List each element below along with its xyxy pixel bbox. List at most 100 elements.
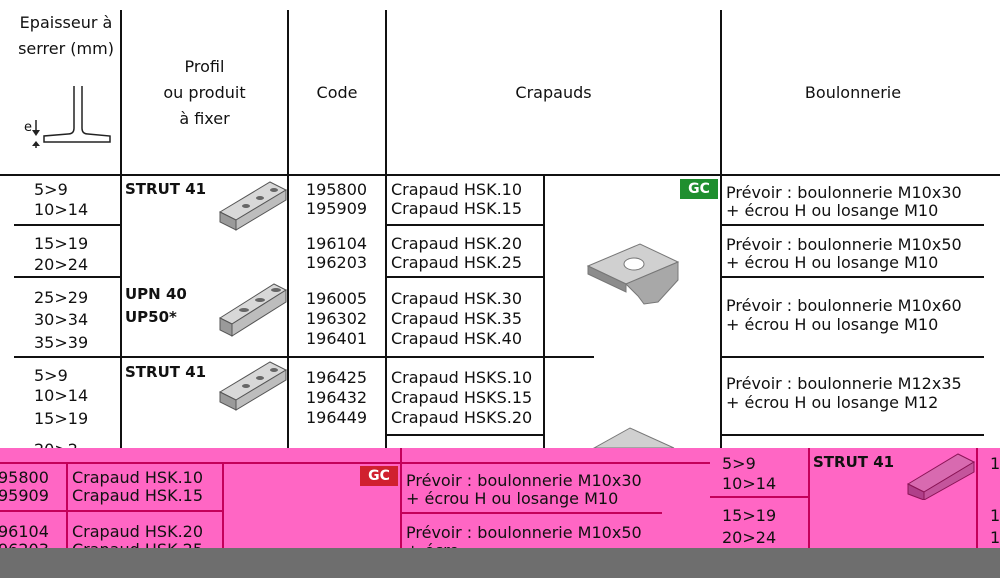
col-divider-4 [543,176,545,448]
thickness-partial: 20>2 [34,440,78,448]
overlay-bolt-3: Prévoir : boulonnerie M10x50 [406,523,642,542]
bolt-1b: + écrou H ou losange M10 [726,201,939,220]
row-line-2b [387,276,544,278]
row-line-4c [722,434,984,436]
code-3b: 196302 [306,309,368,328]
code-4b: 196432 [306,388,368,407]
col-divider-3 [385,10,387,448]
code-1b: 195909 [306,199,368,218]
crapaud-3c: Crapaud HSK.40 [391,329,523,348]
overlay-crapaud-3: Crapaud HSK.20 [72,522,204,541]
overlay-edge-2: 1 [990,506,1000,525]
thickness-3c: 35>39 [34,333,89,352]
thickness-3a: 25>29 [34,288,89,307]
overlay-vline-4 [808,448,810,578]
clamp-hsk-icon [586,243,680,305]
overlay-line-top-a [0,462,400,464]
col-divider-1 [120,10,122,448]
bolt-4a: Prévoir : boulonnerie M12x35 [726,374,962,393]
overlay-vline-3 [400,448,402,578]
profile-strut-41: STRUT 41 [125,180,207,198]
row-line-1b [387,224,544,226]
header-bottom-line [0,174,1000,176]
clamp-hsks-icon [592,427,675,448]
row-line-4b [387,434,544,436]
header-profile-line-1: Profil [184,57,225,76]
row-line-3a [14,356,594,358]
gc-badge: GC [680,179,718,199]
overlay-strut-icon [906,453,976,500]
row-line-2a [14,276,120,278]
bolt-2b: + écrou H ou losange M10 [726,253,939,272]
overlay-bolt-2: + écrou H ou losange M10 [406,489,619,508]
crapaud-2b: Crapaud HSK.25 [391,253,523,272]
overlay-line-mid-a [0,510,222,512]
overlay-crapaud-2: Crapaud HSK.15 [72,486,204,505]
overlay-gc-badge: GC [360,466,398,486]
overlay-vline-5 [976,448,978,578]
crapaud-4b: Crapaud HSKS.15 [391,388,533,407]
overlay-code-2: 95909 [0,486,49,505]
code-3c: 196401 [306,329,368,348]
col-divider-5 [720,10,722,448]
overlay-line-mid-b [400,512,662,514]
crapaud-3a: Crapaud HSK.30 [391,289,523,308]
profile-upn-40: UPN 40 [125,285,187,303]
crapaud-4c: Crapaud HSKS.20 [391,408,533,427]
thickness-4a: 5>9 [34,366,68,385]
thickness-3b: 30>34 [34,310,89,329]
crapaud-1a: Crapaud HSK.10 [391,180,523,199]
code-4a: 196425 [306,368,368,387]
header-profile-line-2: ou produit [163,83,246,102]
overlay-thick-2: 10>14 [722,474,777,493]
overlay-vline-1 [66,462,68,578]
overlay-thick-3: 15>19 [722,506,777,525]
bolt-3a: Prévoir : boulonnerie M10x60 [726,296,962,315]
thickness-1a: 5>9 [34,180,68,199]
strut-channel-icon-b [218,361,288,411]
profile-up50: UP50* [125,308,177,326]
overlay-profile: STRUT 41 [813,453,895,471]
code-2a: 196104 [306,234,368,253]
header-profile: Profil ou produit à fixer [122,54,287,132]
code-3a: 196005 [306,289,368,308]
thickness-2a: 15>19 [34,234,89,253]
row-line-2c [722,276,984,278]
overlay-thick-1: 5>9 [722,454,756,473]
header-crapauds: Crapauds [515,83,592,102]
row-line-3c [722,356,984,358]
header-thickness: Epaisseur à serrer (mm) [12,10,120,62]
overlay-edge-1: 1 [990,454,1000,473]
thickness-1b: 10>14 [34,200,89,219]
overlay-line-mid-c [710,496,810,498]
bolt-3b: + écrou H ou losange M10 [726,315,939,334]
header-boulonnerie: Boulonnerie [804,83,902,102]
overlay-edge-3: 1 [990,528,1000,547]
profile-strut-41-b: STRUT 41 [125,363,207,381]
overlay-line-top-b [400,462,710,464]
header-profile-line-3: à fixer [179,109,230,128]
header-code: Code [316,83,358,102]
crapaud-3b: Crapaud HSK.35 [391,309,523,328]
overlay-crapaud-1: Crapaud HSK.10 [72,468,204,487]
strut-channel-icon [218,181,288,231]
code-4c: 196449 [306,408,368,427]
crapaud-4a: Crapaud HSKS.10 [391,368,533,387]
crapaud-1b: Crapaud HSK.15 [391,199,523,218]
overlay-code-3: 96104 [0,522,49,541]
bolt-4b: + écrou H ou losange M12 [726,393,939,412]
code-2b: 196203 [306,253,368,272]
thickness-2b: 20>24 [34,255,89,274]
row-line-1a [14,224,120,226]
overlay-thick-4: 20>24 [722,528,777,547]
overlay-bolt-1: Prévoir : boulonnerie M10x30 [406,471,642,490]
crapaud-2a: Crapaud HSK.20 [391,234,523,253]
overlay-vline-2 [222,462,224,578]
plate-thickness-icon [32,86,111,148]
header-thickness-line-1: Epaisseur à [19,13,113,32]
upn-channel-icon [218,283,288,337]
thickness-4b: 10>14 [34,386,89,405]
header-thickness-line-2: serrer (mm) [18,39,114,58]
row-line-1c [722,224,984,226]
bolt-1a: Prévoir : boulonnerie M10x30 [726,183,962,202]
